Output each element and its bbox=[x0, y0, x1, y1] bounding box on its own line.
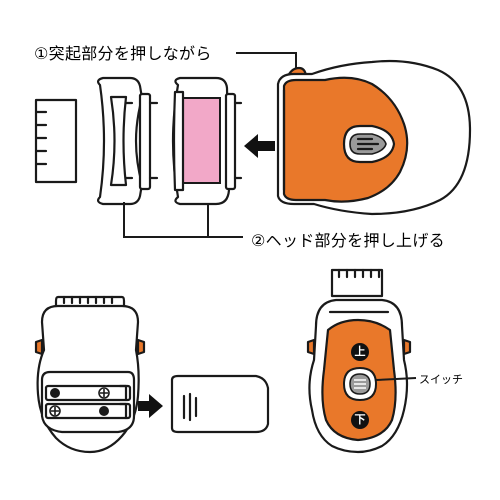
head-roller-unit bbox=[171, 76, 243, 206]
head-frame-outer bbox=[96, 76, 159, 206]
step2-label: ②ヘッド部分を押し上げる bbox=[251, 231, 445, 250]
shaver-front-view bbox=[306, 268, 412, 454]
leader-line-step2 bbox=[123, 202, 243, 238]
leader-line-switch bbox=[375, 377, 417, 381]
leader-line-step1 bbox=[236, 52, 297, 76]
head-cover bbox=[34, 98, 78, 184]
step1-label: ①突起部分を押しながら bbox=[34, 44, 212, 63]
down-marker-label: 下 bbox=[354, 413, 366, 426]
up-marker-label: 上 bbox=[354, 345, 366, 358]
switch-icon bbox=[342, 124, 396, 164]
battery-cover bbox=[170, 374, 270, 434]
switch-icon bbox=[342, 366, 378, 402]
shaver-back-view bbox=[34, 295, 146, 454]
remove-cover-arrow-icon bbox=[138, 394, 163, 418]
push-arrow-icon bbox=[244, 134, 275, 158]
switch-label: スイッチ bbox=[419, 373, 463, 386]
battery-icon bbox=[44, 384, 132, 420]
